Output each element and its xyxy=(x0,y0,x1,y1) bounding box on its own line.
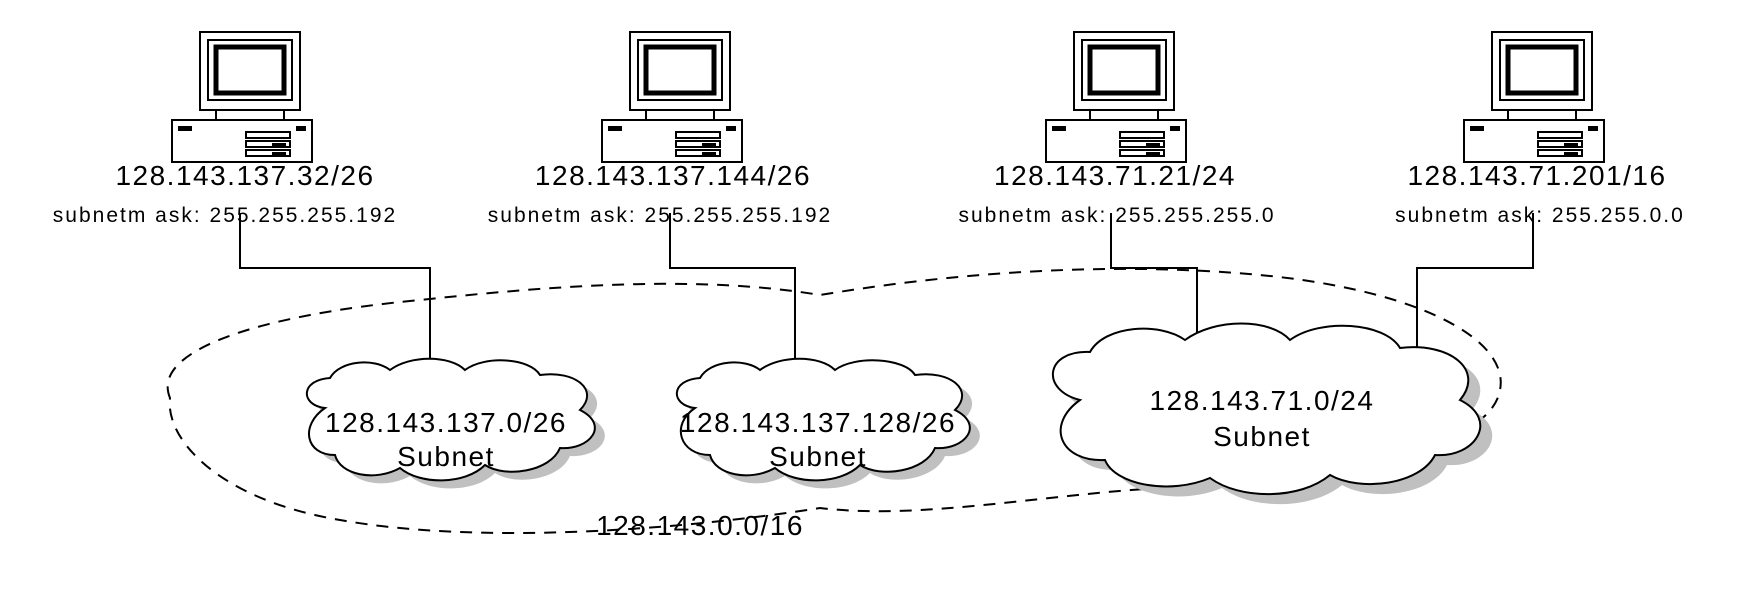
subnet-cloud-3 xyxy=(1052,322,1493,505)
link-host-2 xyxy=(669,213,796,372)
subnet-cloud-1 xyxy=(305,357,605,489)
subnet-address: 128.143.137.128/26 xyxy=(680,407,956,438)
subnet-address: 128.143.71.0/24 xyxy=(1150,385,1375,416)
host-address: 128.143.71.21/24 xyxy=(994,160,1236,191)
link-host-4 xyxy=(1416,213,1534,352)
subnet-address: 128.143.137.0/26 xyxy=(325,407,567,438)
subnet-label: Subnet xyxy=(1213,421,1311,452)
subnet-label: Subnet xyxy=(769,441,867,472)
computer-icon xyxy=(172,32,312,162)
link-host-3 xyxy=(1110,213,1198,356)
computer-icon xyxy=(602,32,742,162)
subnet-cloud-2 xyxy=(675,357,980,489)
host-subnet-mask: subnetm ask: 255.255.255.0 xyxy=(958,204,1275,227)
subnet-label: Subnet xyxy=(397,441,495,472)
host-subnet-mask: subnetm ask: 255.255.255.192 xyxy=(53,204,397,227)
computer-icon xyxy=(1464,32,1604,162)
link-host-1 xyxy=(239,213,431,372)
connection-lines xyxy=(239,213,1534,372)
network-address: 128.143.0.0/16 xyxy=(596,510,804,541)
network-boundary xyxy=(166,267,1502,534)
host-address: 128.143.71.201/16 xyxy=(1407,160,1666,191)
host-address: 128.143.137.144/26 xyxy=(535,160,811,191)
host-subnet-mask: subnetm ask: 255.255.255.192 xyxy=(488,204,832,227)
host-address: 128.143.137.32/26 xyxy=(115,160,374,191)
host-subnet-mask: subnetm ask: 255.255.0.0 xyxy=(1395,204,1685,227)
computer-icon xyxy=(1046,32,1186,162)
